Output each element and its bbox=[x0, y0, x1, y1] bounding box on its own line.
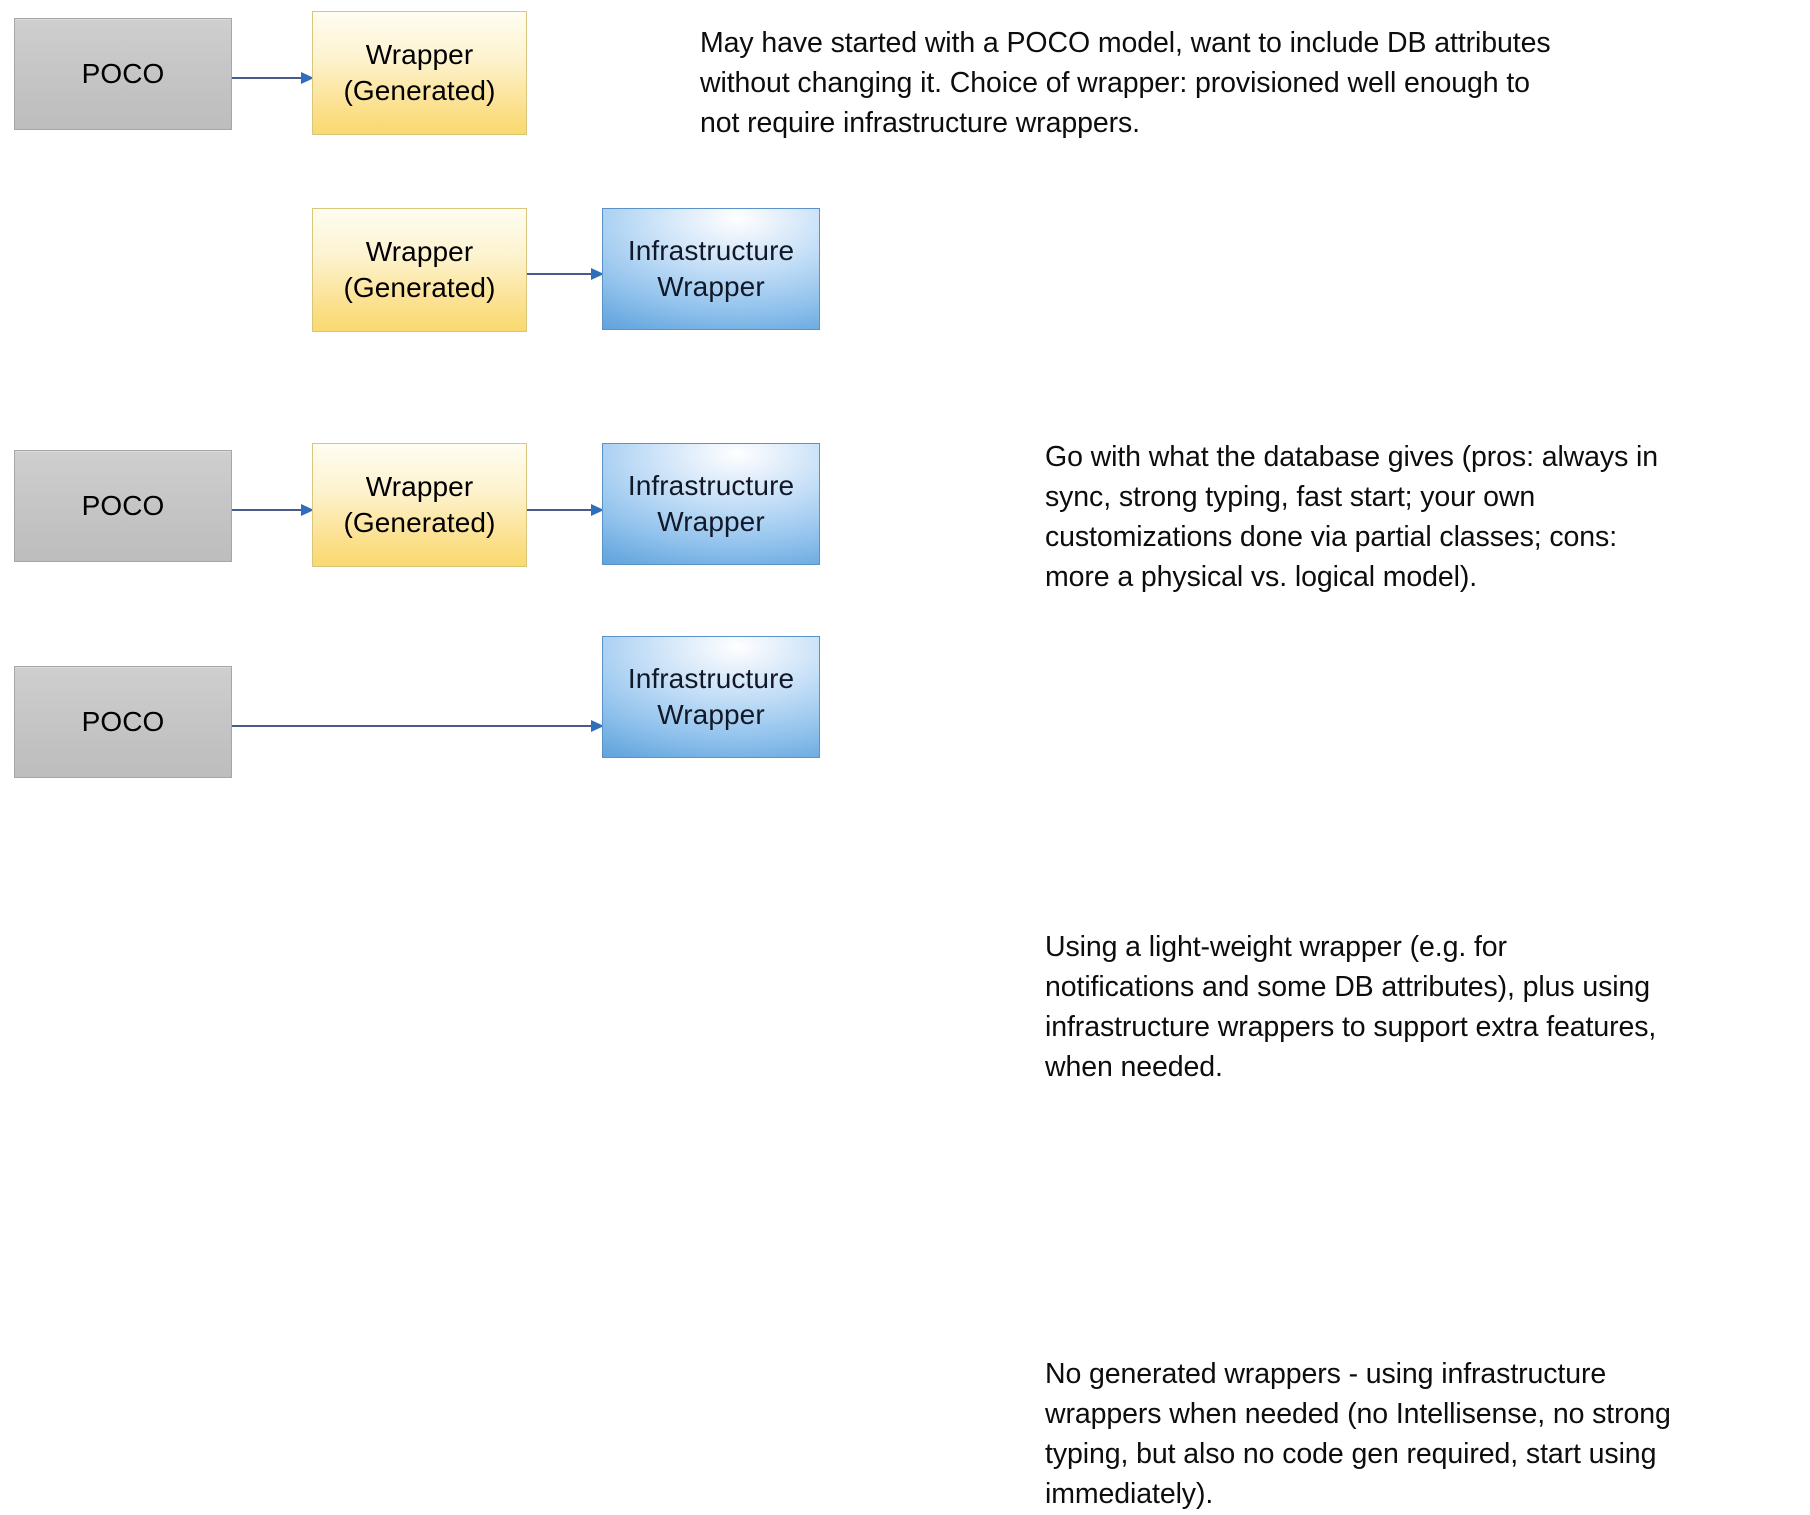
diagram-row-3: POCO Wrapper (Generated) Infrastructure … bbox=[0, 440, 1810, 1083]
node-label: POCO bbox=[81, 58, 165, 90]
node-label-line1: Infrastructure bbox=[627, 470, 795, 502]
arrow-wrapper-to-infra-row2 bbox=[527, 268, 604, 280]
node-label-stack: Wrapper (Generated) bbox=[343, 37, 495, 109]
node-label-line2: (Generated) bbox=[343, 75, 496, 106]
diagram-row-2: Wrapper (Generated) Infrastructure Wrapp… bbox=[0, 190, 1810, 593]
arrow-shaft bbox=[232, 509, 302, 511]
arrow-poco-to-wrapper-row1 bbox=[232, 72, 314, 84]
note-line: when needed. bbox=[1045, 1050, 1223, 1083]
note-line: customizations done via partial classes;… bbox=[1045, 520, 1618, 553]
node-label-line2: Wrapper bbox=[657, 271, 765, 302]
note-line: not require infrastructure wrappers. bbox=[700, 106, 1140, 139]
node-label-line2: Wrapper bbox=[657, 699, 765, 730]
node-label: POCO bbox=[81, 490, 165, 522]
note-line: No generated wrappers - using infrastruc… bbox=[1045, 1358, 1607, 1390]
note-line: more a physical vs. logical model). bbox=[1045, 560, 1478, 593]
note-row4: No generated wrappers - using infrastruc… bbox=[1045, 1355, 1810, 1515]
node-label-line2: Wrapper bbox=[657, 506, 765, 537]
node-label-line2: (Generated) bbox=[343, 272, 496, 303]
note-row2: Go with what the database gives (pros: a… bbox=[1045, 438, 1805, 598]
note-line: Go with what the database gives (pros: a… bbox=[1045, 441, 1659, 473]
arrow-wrapper-to-infra-row3 bbox=[527, 504, 604, 516]
node-label-line1: Infrastructure bbox=[627, 235, 795, 267]
note-line: notifications and some DB attributes), p… bbox=[1045, 970, 1650, 1003]
note-row3: Using a light-weight wrapper (e.g. for n… bbox=[1045, 928, 1810, 1088]
node-wrapper-generated-row2[interactable]: Wrapper (Generated) bbox=[312, 208, 527, 332]
node-poco-row3[interactable]: POCO bbox=[14, 450, 232, 562]
note-line: Using a light-weight wrapper (e.g. for bbox=[1045, 931, 1507, 963]
node-infrastructure-wrapper-row4[interactable]: Infrastructure Wrapper bbox=[602, 636, 820, 758]
node-label-stack: Infrastructure Wrapper bbox=[628, 661, 794, 733]
diagram-row-4: POCO Infrastructure Wrapper No generated… bbox=[0, 636, 1810, 1510]
node-label-line2: (Generated) bbox=[343, 507, 496, 538]
arrow-shaft bbox=[527, 273, 592, 275]
note-line: May have started with a POCO model, want… bbox=[700, 27, 1551, 59]
node-wrapper-generated-row1[interactable]: Wrapper (Generated) bbox=[312, 11, 527, 135]
node-poco-row4[interactable]: POCO bbox=[14, 666, 232, 778]
note-row1: May have started with a POCO model, want… bbox=[700, 24, 1700, 144]
arrow-poco-to-wrapper-row3 bbox=[232, 504, 314, 516]
note-line: sync, strong typing, fast start; your ow… bbox=[1045, 480, 1536, 513]
note-line: without changing it. Choice of wrapper: … bbox=[700, 66, 1530, 99]
node-label-line1: Wrapper bbox=[365, 39, 474, 71]
arrow-shaft bbox=[232, 725, 592, 727]
arrow-poco-to-infra-row4 bbox=[232, 720, 604, 732]
node-label-stack: Wrapper (Generated) bbox=[343, 234, 495, 306]
node-poco-row1[interactable]: POCO bbox=[14, 18, 232, 130]
node-wrapper-generated-row3[interactable]: Wrapper (Generated) bbox=[312, 443, 527, 567]
note-line: immediately). bbox=[1045, 1477, 1214, 1510]
node-label-stack: Wrapper (Generated) bbox=[343, 469, 495, 541]
note-line: wrappers when needed (no Intellisense, n… bbox=[1045, 1397, 1671, 1430]
node-label-line1: Wrapper bbox=[365, 236, 474, 268]
node-infrastructure-wrapper-row3[interactable]: Infrastructure Wrapper bbox=[602, 443, 820, 565]
diagram-row-1: POCO Wrapper (Generated) May have starte… bbox=[0, 0, 1810, 190]
node-label-stack: Infrastructure Wrapper bbox=[628, 468, 794, 540]
arrow-shaft bbox=[232, 77, 302, 79]
node-label: POCO bbox=[81, 706, 165, 738]
node-infrastructure-wrapper-row2[interactable]: Infrastructure Wrapper bbox=[602, 208, 820, 330]
node-label-stack: Infrastructure Wrapper bbox=[628, 233, 794, 305]
note-line: typing, but also no code gen required, s… bbox=[1045, 1437, 1657, 1470]
note-line: infrastructure wrappers to support extra… bbox=[1045, 1010, 1657, 1043]
node-label-line1: Wrapper bbox=[365, 471, 474, 503]
node-label-line1: Infrastructure bbox=[627, 663, 795, 695]
arrow-shaft bbox=[527, 509, 592, 511]
